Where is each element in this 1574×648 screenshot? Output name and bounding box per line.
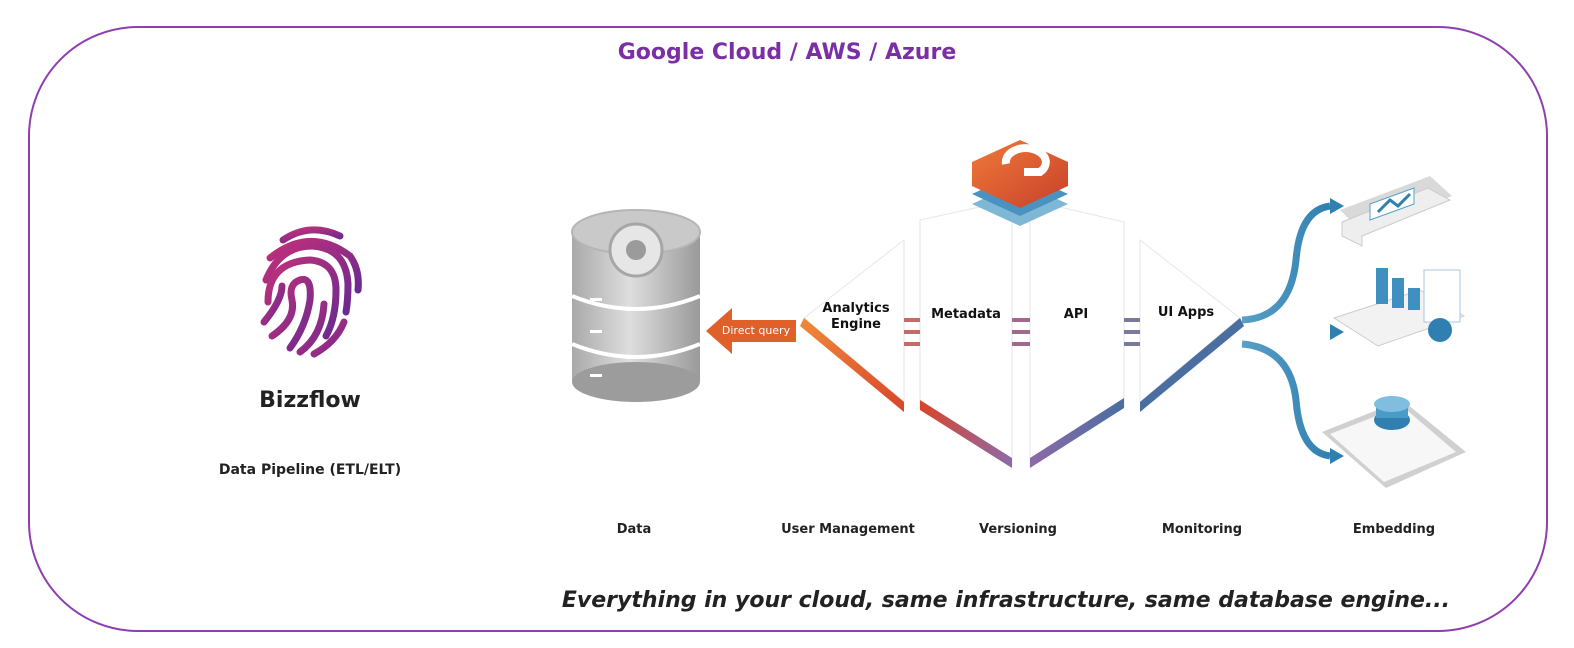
bizzflow-name: Bizzflow — [259, 388, 361, 413]
dashboard-icon — [1332, 268, 1466, 347]
tagline: Everything in your cloud, same infrastru… — [561, 588, 1450, 613]
tablet-icon — [1322, 396, 1466, 488]
database-icon — [571, 209, 701, 402]
bottom-label-embedding: Embedding — [1352, 522, 1436, 537]
segment-label-3: UI Apps — [1158, 305, 1215, 320]
bottom-label-user-management: User Management — [781, 522, 915, 537]
bottom-label-monitoring: Monitoring — [1161, 522, 1243, 537]
segment-label-2: API — [1064, 307, 1088, 322]
direct-query-arrow — [706, 308, 796, 354]
embedding-flows — [1241, 202, 1331, 460]
fingerprint-icon — [260, 226, 362, 358]
product-logo-icon — [972, 140, 1068, 226]
direct-query-label: Direct query — [722, 324, 791, 337]
bizzflow-subtitle: Data Pipeline (ETL/ELT) — [218, 462, 402, 478]
segment-label-1: Metadata — [931, 307, 1001, 322]
cloud-title: Google Cloud / AWS / Azure — [617, 40, 957, 65]
platform-diamond — [800, 199, 1244, 468]
bottom-label-data: Data — [616, 522, 652, 537]
mobile-device-icon — [1340, 176, 1452, 247]
cloud-frame — [28, 26, 1548, 632]
bottom-label-versioning: Versioning — [979, 522, 1057, 537]
